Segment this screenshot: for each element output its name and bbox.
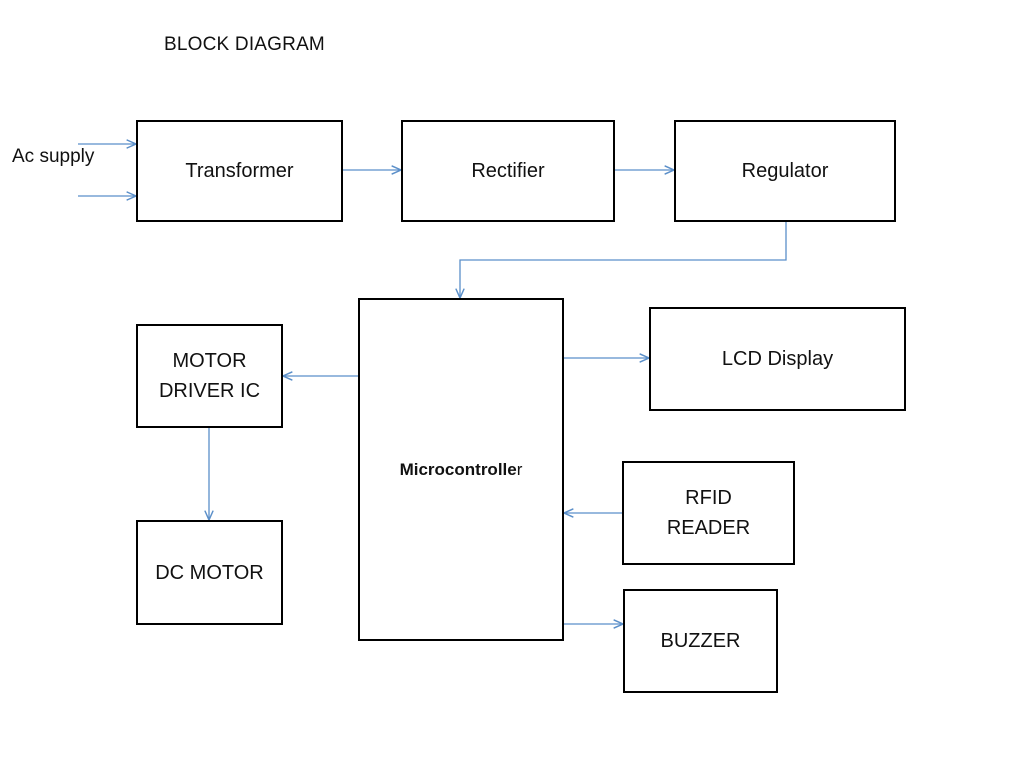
rectifier-label: Rectifier [471,160,545,182]
lcd-display-label: LCD Display [721,348,834,370]
regulator-label: Regulator [741,160,829,182]
buzzer-label: BUZZER [660,630,741,652]
dc-motor-label: DC MOTOR [155,561,264,584]
rfid-reader-label: RFID READER [666,487,751,539]
ac-supply-label: Ac supply [12,146,95,167]
transformer-label: Transformer [185,160,294,182]
microcontroller-label-main: Microcontrolle [399,460,517,479]
microcontroller-label-end: r [516,460,523,479]
transformer-block: Transformer [136,120,343,222]
diagram-title: BLOCK DIAGRAM [164,34,325,55]
motor-driver-label: MOTOR DRIVER IC [158,350,261,402]
microcontroller-block: Microcontroller [358,298,564,641]
microcontroller-label: Microcontroller [400,454,523,485]
lcd-display-block: LCD Display [649,307,906,411]
buzzer-block: BUZZER [623,589,778,693]
rfid-reader-block: RFID READER [622,461,795,565]
rectifier-block: Rectifier [401,120,615,222]
motor-driver-block: MOTOR DRIVER IC [136,324,283,428]
regulator-block: Regulator [674,120,896,222]
regulator-to-microcontroller-arrow [460,222,787,298]
dc-motor-block: DC MOTOR [136,520,283,625]
